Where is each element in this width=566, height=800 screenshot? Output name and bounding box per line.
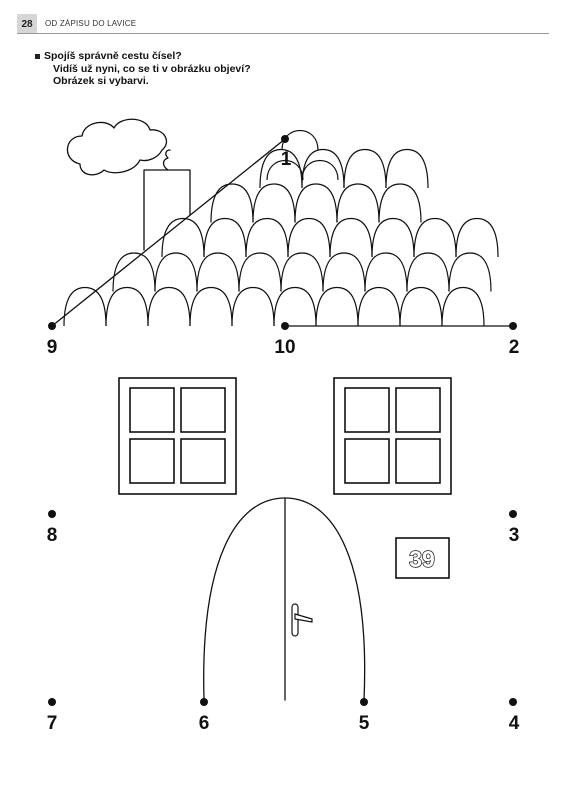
roof-scale [322, 252, 366, 292]
chimney [143, 169, 191, 251]
dot-label-5: 5 [359, 713, 370, 734]
roof-scale [364, 252, 408, 292]
roof-scale [294, 183, 338, 223]
roof-scale [336, 183, 380, 223]
instruction-line-2: Vidíš už nyni, co se ti v obrázku objeví… [53, 62, 251, 75]
dot-6 [200, 698, 208, 706]
dot-4 [509, 698, 517, 706]
dot-2 [509, 322, 517, 330]
dot-1 [281, 135, 289, 143]
dot-label-4: 4 [509, 713, 520, 734]
page-header: 28 OD ZÁPISU DO LAVICE [17, 14, 549, 34]
roof-scale [245, 217, 289, 258]
roof-scale [301, 159, 339, 181]
roof-scale [196, 252, 240, 292]
instruction-line-3: Obrázek si vybarvi. [53, 75, 149, 87]
header-rule [17, 33, 549, 34]
dot-label-3: 3 [509, 525, 520, 546]
roof-scale [287, 217, 331, 258]
roof-scale [63, 286, 107, 327]
roof-scale [329, 217, 373, 258]
window-right [333, 377, 452, 495]
roof-scale [266, 159, 304, 181]
door-handle-icon [291, 603, 313, 637]
roof-scale [441, 286, 485, 327]
instructions: Spojíš správně cestu čísel? Vidíš už nyn… [35, 50, 251, 88]
dot-label-2: 2 [509, 337, 520, 358]
roof-scale [455, 217, 499, 258]
roof-scale [413, 217, 457, 258]
dot-5 [360, 698, 368, 706]
dot-label-6: 6 [199, 713, 210, 734]
page-number: 28 [17, 14, 37, 34]
dot-label-8: 8 [47, 525, 58, 546]
roof-scale [147, 286, 191, 327]
roof-scale [315, 286, 359, 327]
chimney-smoke [162, 149, 171, 171]
roof-scale [210, 183, 254, 223]
bullet-icon [35, 54, 40, 59]
roof-scale [385, 148, 429, 189]
house-number-plate: 39 [395, 537, 450, 579]
dot-label-7: 7 [47, 713, 58, 734]
dot-10 [281, 322, 289, 330]
dot-9 [48, 322, 56, 330]
roof-scale [371, 217, 415, 258]
roof-scales [63, 129, 499, 327]
roof-scale [189, 286, 233, 327]
dot-label-10: 10 [274, 337, 295, 358]
roof-scale [281, 129, 319, 151]
dot-label-9: 9 [47, 337, 58, 358]
roof-scale [231, 286, 275, 327]
roof-scale [280, 252, 324, 292]
door-arch [203, 497, 366, 701]
roof-scale [238, 252, 282, 292]
roof-scale [273, 286, 317, 327]
roof-scale [357, 286, 401, 327]
instruction-line-1: Spojíš správně cestu čísel? [44, 50, 182, 62]
roof-scale [161, 217, 205, 258]
roof-scale [343, 148, 387, 189]
dot-8 [48, 510, 56, 518]
cloud-shape [66, 118, 167, 176]
roof-scale [301, 148, 345, 189]
roof-scale [203, 217, 247, 258]
dot-label-1: 1 [281, 149, 292, 170]
roof-scale [105, 286, 149, 327]
dot-3 [509, 510, 517, 518]
roof-scale [252, 183, 296, 223]
roof-scale [112, 252, 156, 292]
roof-left-line [51, 138, 286, 327]
roof-scale [154, 252, 198, 292]
dots: 1 2 3 4 5 6 7 8 9 10 [47, 135, 520, 734]
roof-scale [399, 286, 443, 327]
house-number: 39 [409, 546, 435, 572]
dot-7 [48, 698, 56, 706]
roof-scale [406, 252, 450, 292]
section-title: OD ZÁPISU DO LAVICE [45, 19, 137, 28]
window-left [118, 377, 237, 495]
roof-scale [378, 183, 422, 223]
roof-scale [448, 252, 492, 292]
